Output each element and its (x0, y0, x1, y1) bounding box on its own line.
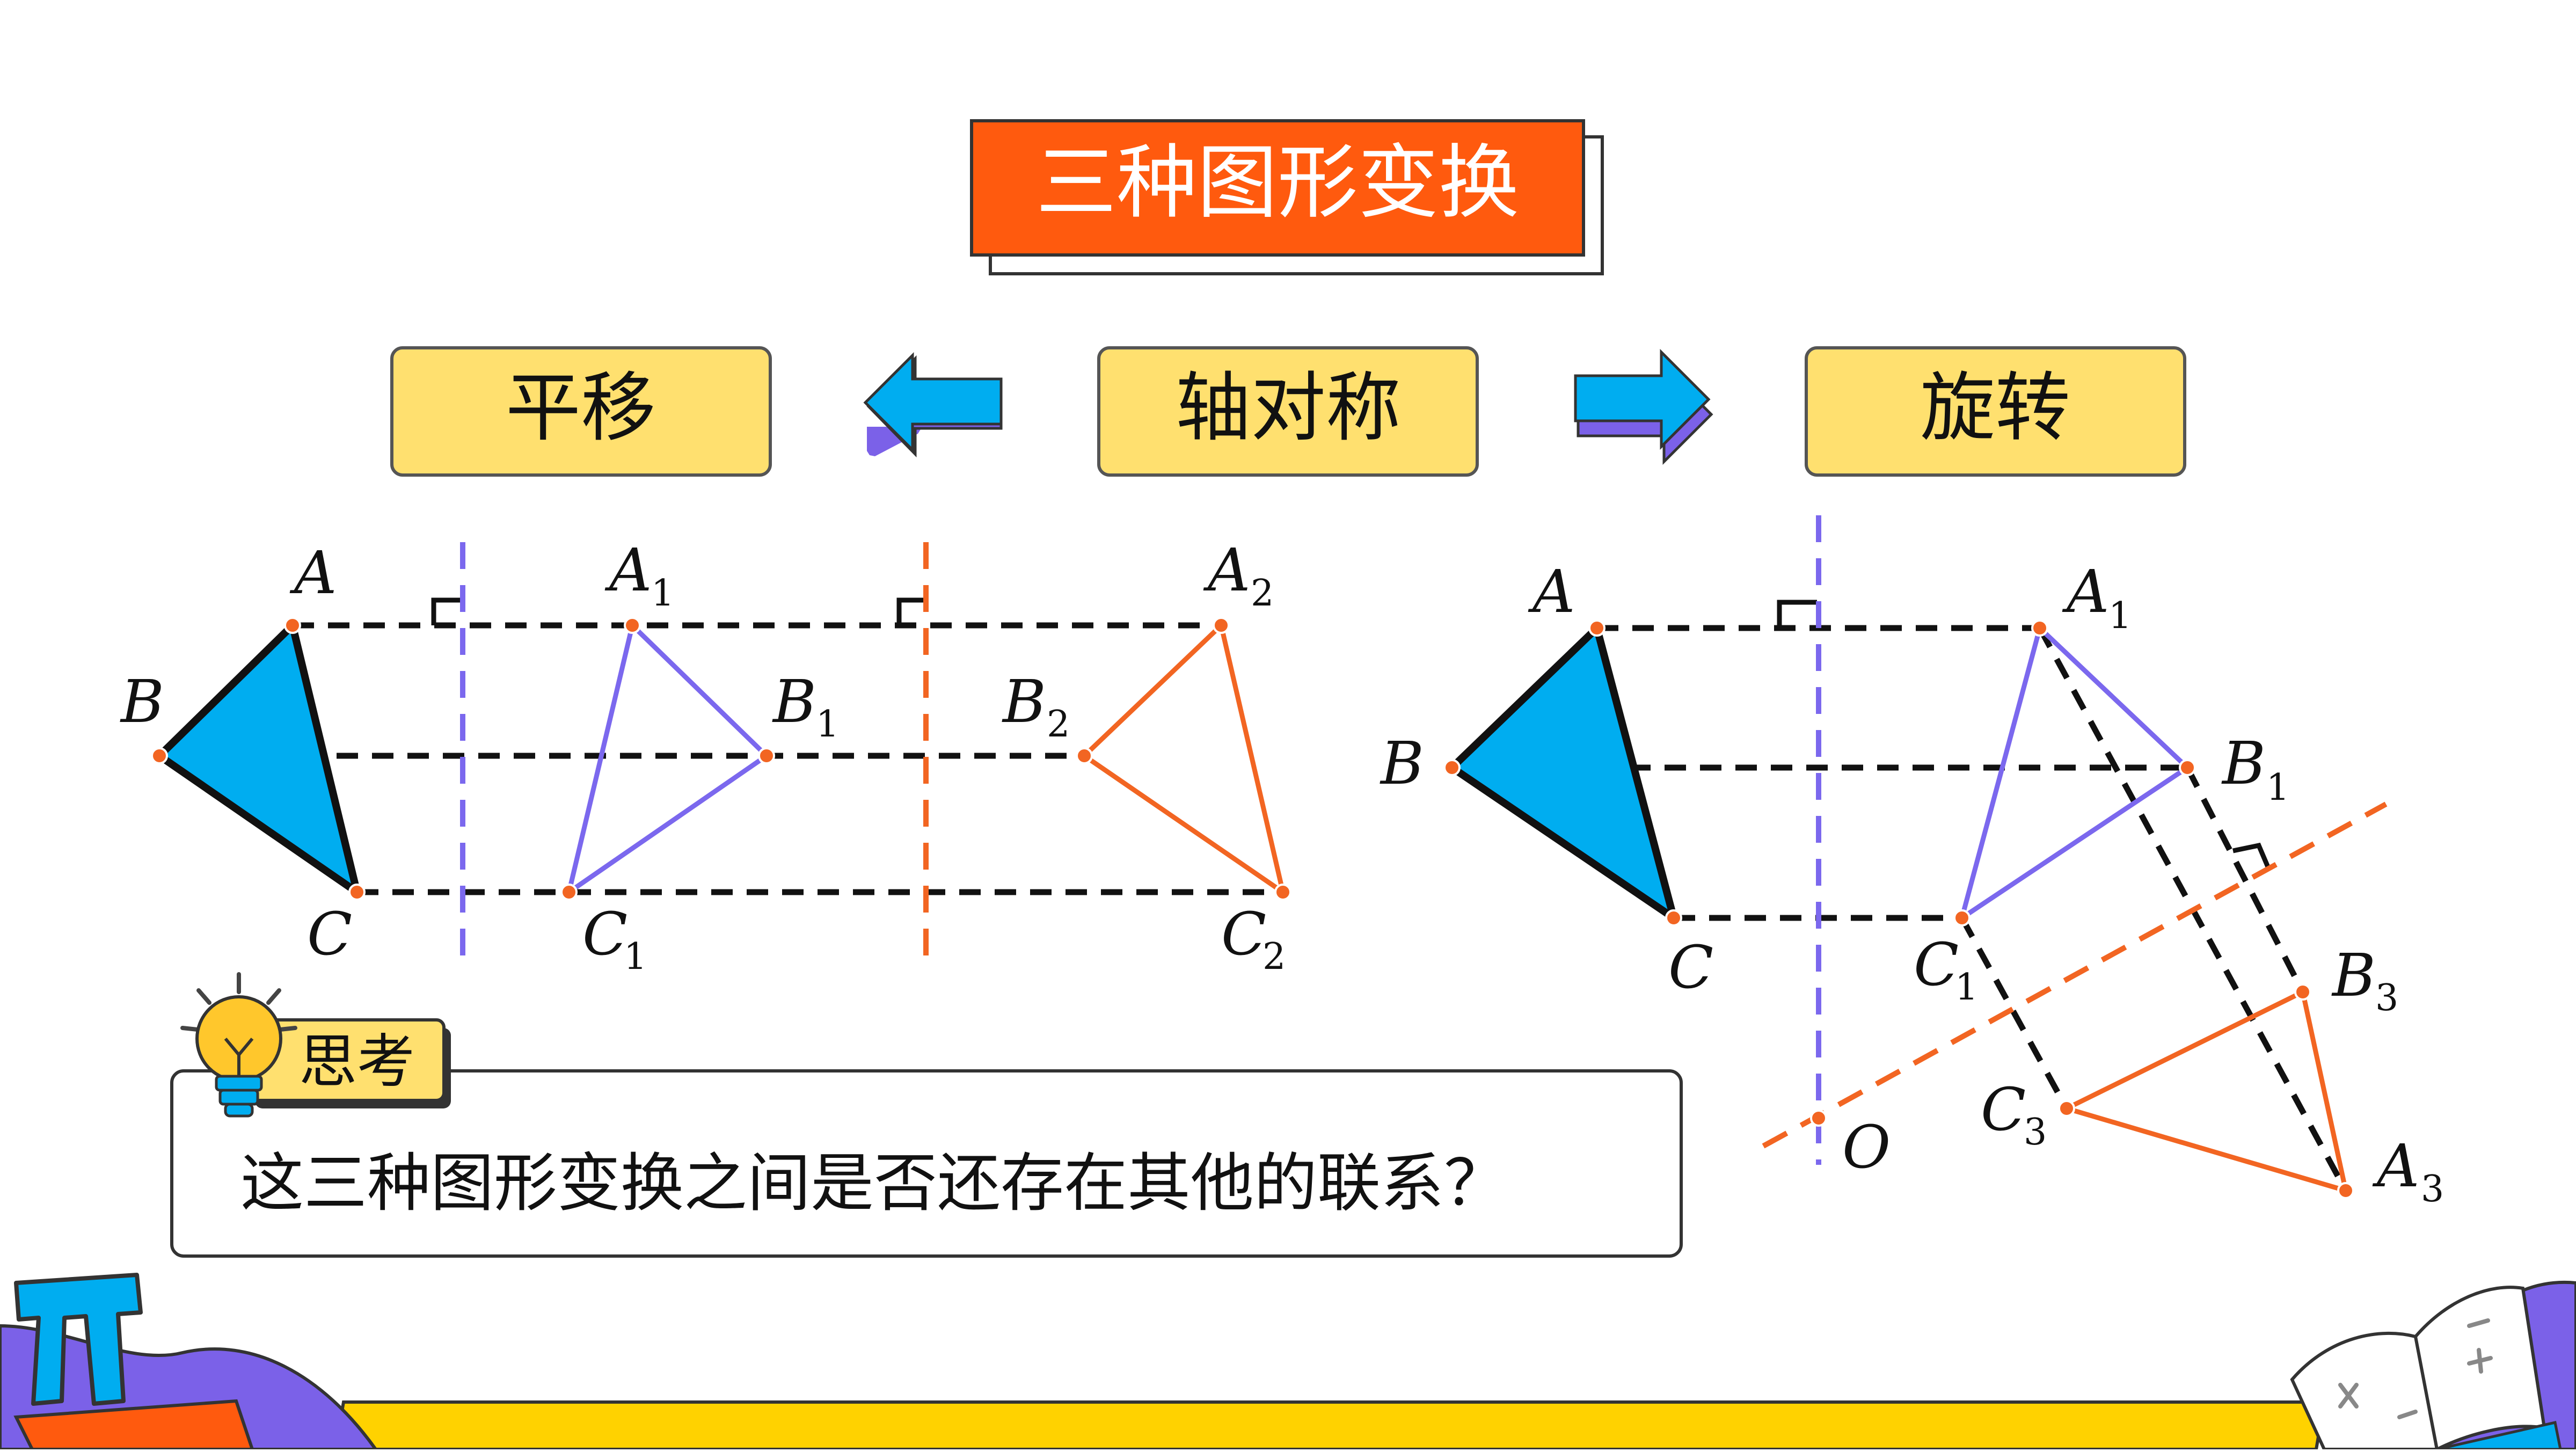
label-B3: B (2331, 941, 2376, 1010)
label-B1-r-sub: 1 (2266, 767, 2289, 809)
open-book-icon (2290, 1286, 2563, 1452)
bottom-bar (333, 1400, 2326, 1451)
label-A1-r-sub: 1 (2108, 595, 2132, 637)
label-B3-sub: 3 (2375, 977, 2398, 1019)
box-translation: 平移 (390, 346, 772, 477)
label-O: O (1842, 1113, 1891, 1181)
think-question: 这三种图形变换之间是否还存在其他的联系？ (240, 1146, 1507, 1220)
label-C2: C (1221, 900, 1266, 968)
label-A1-sub: 1 (651, 572, 674, 615)
label-A3: A (2372, 1132, 2419, 1200)
label-B1-r: B (2221, 729, 2266, 798)
label-B1-sub: 1 (816, 703, 839, 746)
label-C-r: C (1668, 933, 1713, 1002)
think-box: 这三种图形变换之间是否还存在其他的联系？ 思考 (170, 972, 1683, 1258)
label-B1: B (772, 667, 816, 736)
label-C2-sub: 2 (1263, 936, 1286, 978)
label-C: C (307, 900, 352, 968)
label-C1: C (582, 900, 627, 968)
pi-icon (14, 1273, 143, 1406)
label-C3-sub: 3 (2024, 1111, 2047, 1154)
title-banner: 三种图形变换 (970, 119, 1604, 275)
label-C1-sub: 1 (624, 936, 647, 978)
lightbulb-icon (180, 972, 297, 1118)
think-tag-label: 思考 (299, 1028, 415, 1096)
label-C1-r-sub: 1 (1955, 966, 1978, 1009)
label-C1-r: C (1914, 930, 1959, 999)
page-title: 三种图形变换 (1036, 136, 1519, 230)
label-A3-sub: 3 (2421, 1168, 2444, 1210)
title-box (970, 119, 1585, 257)
label-A: A (289, 538, 337, 607)
label-A1: A (604, 536, 652, 604)
box-reflection-label: 轴对称 (1176, 364, 1401, 452)
right-arrow-icon (1574, 348, 1713, 465)
left-figure: A B C A 1 B 1 C 1 A 2 B 2 C 2 (120, 536, 1291, 978)
box-reflection: 轴对称 (1097, 346, 1479, 477)
label-C3: C (1981, 1075, 2026, 1144)
label-B-r: B (1380, 729, 1424, 798)
label-B: B (120, 667, 164, 736)
label-A2: A (1203, 536, 1250, 604)
box-rotation: 旋转 (1805, 346, 2186, 477)
right-figure: A B C A 1 B 1 C 1 B 3 C 3 A 3 O (1380, 515, 2444, 1210)
left-arrow-icon (863, 352, 1003, 458)
bottom-decoration (0, 1273, 2576, 1452)
box-translation-label: 平移 (506, 364, 656, 452)
label-B2-sub: 2 (1047, 703, 1070, 746)
label-A1-r: A (2062, 557, 2109, 626)
label-A-r: A (1528, 557, 1575, 626)
box-rotation-label: 旋转 (1920, 364, 2070, 452)
label-B2: B (1002, 667, 1046, 736)
label-A2-sub: 2 (1251, 572, 1274, 615)
